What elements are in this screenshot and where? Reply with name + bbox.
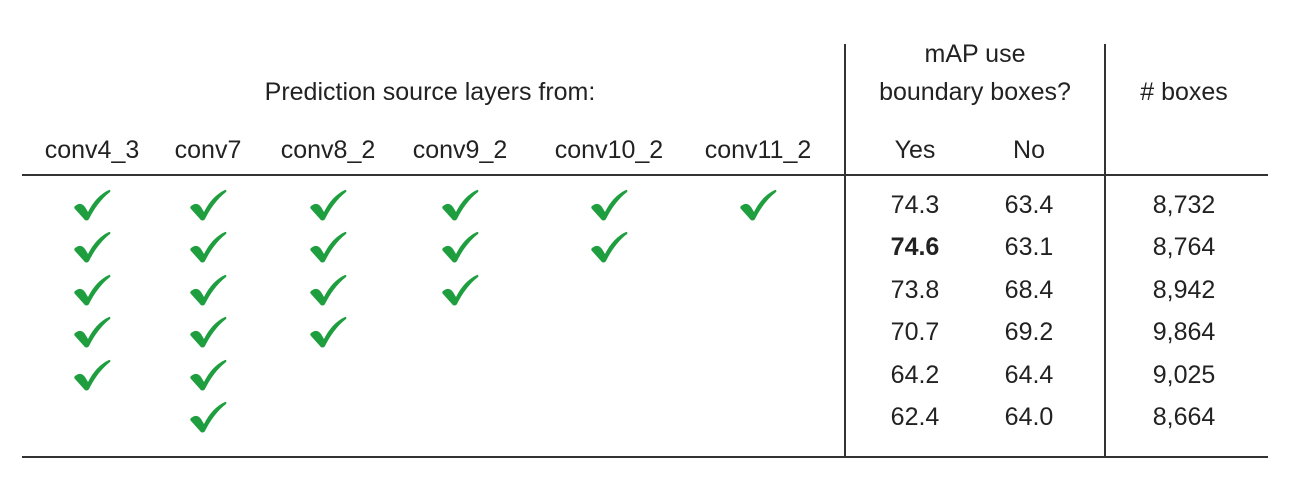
check-mark-icon [589,188,629,222]
check-mark-icon [589,230,629,264]
check-mark-icon [308,273,348,307]
map-title-line1: mAP use [924,40,1026,68]
layer-header-conv11-2: conv11_2 [704,136,812,164]
boxes-value: 9,864 [1152,318,1216,347]
layer-header-conv4-3: conv4_3 [44,136,140,164]
check-mark-icon [188,400,228,434]
check-mark-icon [440,188,480,222]
boxes-value: 8,942 [1152,275,1216,304]
check-mark-icon [308,230,348,264]
check-mark-icon [72,273,112,307]
map-yes-value: 74.6 [890,233,940,262]
map-yes-value: 73.8 [890,275,940,304]
boxes-divider [1104,44,1106,458]
check-mark-icon [188,273,228,307]
map-no-header: No [1013,136,1045,164]
map-yes-value: 64.2 [890,360,940,389]
map-yes-value: 62.4 [890,403,940,431]
check-mark-icon [72,230,112,264]
boxes-value: 8,664 [1152,403,1216,431]
map-yes-value: 70.7 [890,318,940,347]
check-mark-icon [188,315,228,349]
boxes-value: 8,764 [1152,233,1216,262]
layer-header-conv10-2: conv10_2 [554,136,664,164]
check-mark-icon [308,188,348,222]
map-title-line2: boundary boxes? [879,78,1071,106]
check-mark-icon [72,358,112,392]
check-mark-icon [72,188,112,222]
check-mark-icon [440,230,480,264]
bottom-rule [22,456,1268,458]
map-no-value: 64.4 [1004,360,1054,389]
map-no-value: 68.4 [1004,275,1054,304]
map-yes-value: 74.3 [890,191,940,219]
check-mark-icon [188,188,228,222]
map-no-value: 69.2 [1004,318,1054,347]
map-no-value: 64.0 [1004,403,1054,431]
check-mark-icon [188,230,228,264]
layer-header-conv8-2: conv8_2 [280,136,376,164]
map-no-value: 63.1 [1004,233,1054,262]
check-mark-icon [308,315,348,349]
check-mark-icon [72,315,112,349]
layer-header-conv9-2: conv9_2 [412,136,508,164]
source-layers-title: Prediction source layers from: [264,78,596,106]
map-yes-header: Yes [894,136,936,164]
check-mark-icon [738,188,778,222]
map-no-value: 63.4 [1004,191,1054,219]
layer-header-conv7: conv7 [174,136,242,164]
check-mark-icon [440,273,480,307]
check-mark-icon [188,358,228,392]
boxes-title: # boxes [1140,78,1228,106]
header-rule [22,174,1268,176]
boxes-value: 8,732 [1152,191,1216,219]
map-divider [844,44,846,458]
boxes-value: 9,025 [1152,360,1216,389]
